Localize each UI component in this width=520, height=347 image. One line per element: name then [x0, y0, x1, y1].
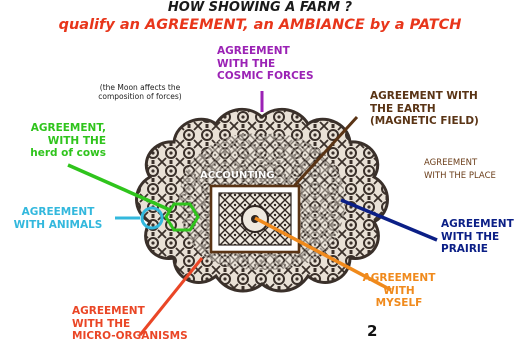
label-animals: AGREEMENT WITH ANIMALS	[13, 206, 103, 231]
moon-note: (the Moon affects the composition of for…	[98, 83, 182, 101]
label-microorganisms: AGREEMENT WITH THE MICRO-ORGANISMS	[72, 305, 188, 342]
label-place: AGREEMENT WITH THE PLACE	[424, 158, 496, 181]
page-number: 2	[367, 322, 378, 340]
myself-connector	[254, 216, 392, 292]
accounting-label: ACCOUNTING	[200, 170, 275, 181]
label-cosmic-forces: AGREEMENT WITH THE COSMIC FORCES	[217, 45, 314, 82]
ornamental-patch	[135, 107, 389, 293]
label-prairie: AGREEMENT WITH THE PRAIRIE	[441, 218, 514, 255]
label-herd: AGREEMENT, WITH THE herd of cows	[30, 122, 106, 159]
title-line-1: HOW SHOWING A FARM ?	[167, 0, 353, 15]
animals-circle	[140, 206, 164, 230]
herd-connector	[67, 163, 171, 212]
prairie-connector	[340, 198, 438, 242]
label-myself: AGREEMENT WITH MYSELF	[362, 272, 436, 309]
microorganisms-connector	[138, 257, 204, 336]
label-earth: AGREEMENT WITH THE EARTH (MAGNETIC FIELD…	[370, 90, 479, 127]
herd-hexagon	[164, 202, 200, 232]
title-line-2: qualify an AGREEMENT, an AMBIANCE by a P…	[58, 17, 462, 33]
earth-connector	[293, 115, 359, 187]
